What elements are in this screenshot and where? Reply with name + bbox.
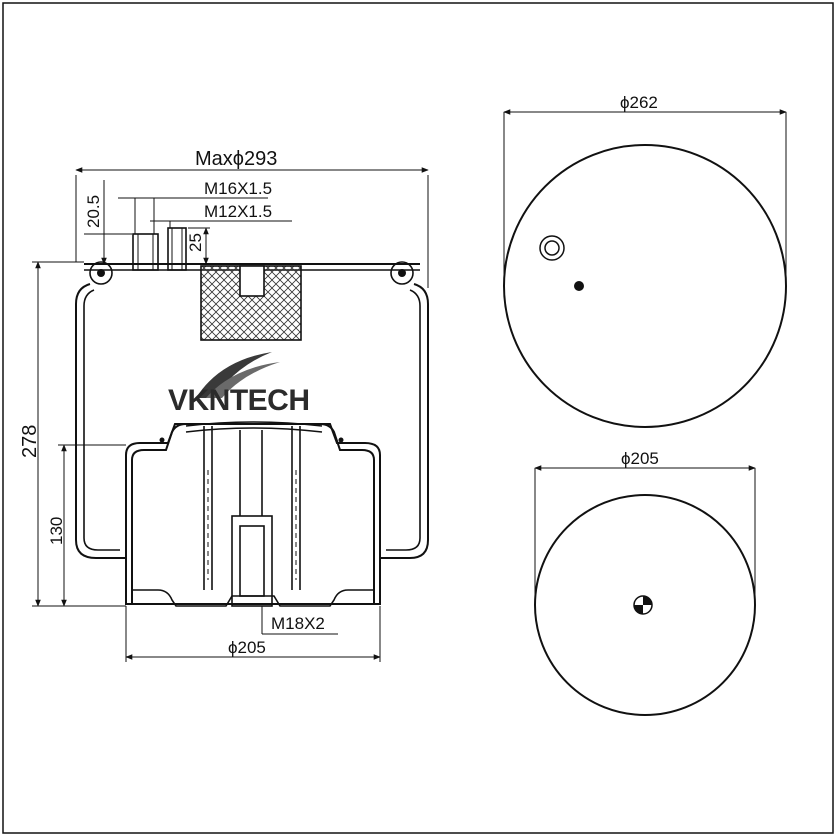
dim-piston-diameter: ϕ205 [228,638,266,657]
side-view: VKNTECH Maxϕ293 M16X1.5 M12X1.5 20.5 25 … [19,148,429,662]
dim-total-height: 278 [19,425,41,458]
dim-20-5: 20.5 [84,195,103,228]
air-inlet-dot [574,281,584,291]
piston [125,421,381,607]
vkntech-logo: VKNTECH [168,352,310,417]
top-plate-circle [503,144,787,428]
top-stud-inner [544,240,560,256]
dim-max-diameter: Maxϕ293 [195,148,277,170]
top-stud-outer [539,235,565,261]
bellows-outer [75,283,429,559]
bellows-inner [83,289,120,551]
dim-25: 25 [186,233,205,252]
top-studs [132,227,187,271]
dim-bottom-plate-diameter: ϕ205 [621,449,659,468]
bottom-view: ϕ205 [534,449,756,716]
rubber-bumper [200,265,302,341]
dim-top-plate-diameter: ϕ262 [620,93,658,112]
dim-piston-height: 130 [47,517,66,545]
top-view: ϕ262 [503,93,787,428]
logo-swoosh [196,352,272,398]
dim-thread-m16: M16X1.5 [204,179,272,198]
center-mark-icon [633,595,653,615]
bottom-plate-circle [534,494,756,716]
dim-thread-m18: M18X2 [271,614,325,633]
logo-text: VKNTECH [168,384,310,417]
dim-thread-m12: M12X1.5 [204,202,272,221]
